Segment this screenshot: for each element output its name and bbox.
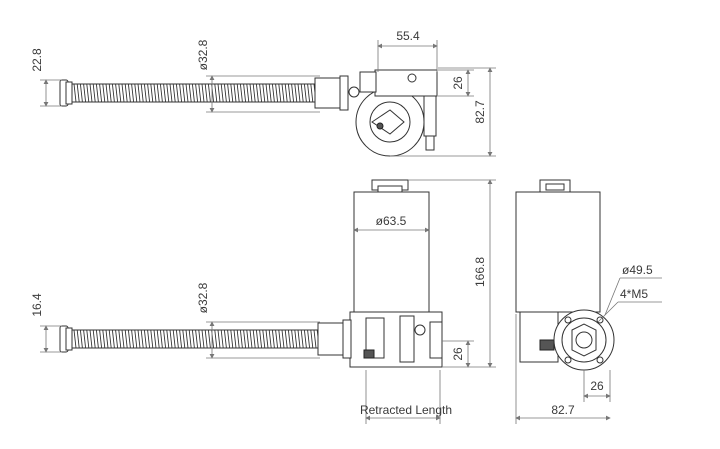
dim-retracted-length: Retracted Length <box>360 403 452 417</box>
dim-bottom-bracket-height: 26 <box>451 347 465 361</box>
top-threaded-rod <box>71 83 317 103</box>
dim-motor-dia: ø63.5 <box>376 214 407 228</box>
top-dimension-lines <box>40 40 496 157</box>
dim-top-rod-dia: ø32.8 <box>196 39 210 70</box>
top-view <box>59 69 438 157</box>
dim-motor-length: 166.8 <box>473 257 487 287</box>
front-dimension-lines <box>40 179 496 424</box>
dim-top-flange-height: 22.8 <box>30 48 44 72</box>
dim-end-screws: 4*M5 <box>620 287 648 301</box>
dim-end-width: 82.7 <box>551 403 575 417</box>
dim-bottom-rod-dia: ø32.8 <box>196 282 210 313</box>
front-threaded-rod <box>71 329 320 349</box>
dim-end-offset: 26 <box>590 379 604 393</box>
dim-bottom-flange-height: 16.4 <box>30 293 44 317</box>
side-view <box>515 179 615 371</box>
dim-end-pcd: ø49.5 <box>622 263 653 277</box>
dim-top-total-height: 82.7 <box>473 100 487 124</box>
dim-top-bracket-width: 55.4 <box>396 29 420 43</box>
side-dimension-lines <box>515 277 662 424</box>
front-view <box>59 179 443 368</box>
dim-top-bracket-height: 26 <box>451 76 465 90</box>
